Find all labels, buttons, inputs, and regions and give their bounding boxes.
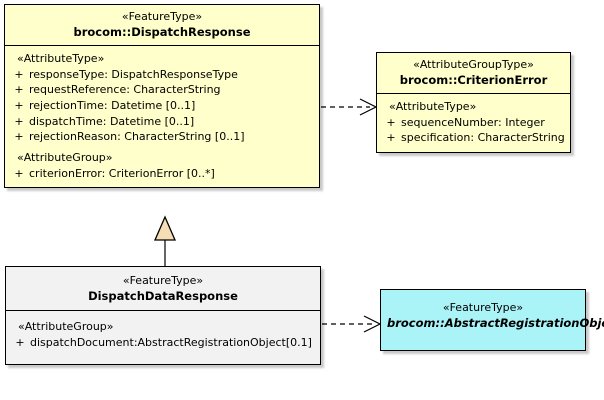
attribute-group-label: «AttributeType» — [389, 99, 477, 113]
attribute-group-label: «AttributeGroup» — [18, 319, 114, 333]
attribute-text: rejectionReason: CharacterString [0..1] — [29, 130, 245, 144]
attribute-row[interactable]: + responseType: DispatchResponseType — [9, 67, 315, 83]
attribute-text: criterionError: CriterionError [0..*] — [29, 166, 215, 180]
attribute-text: dispatchDocument:AbstractRegistrationObj… — [30, 335, 312, 349]
class-header: «AttributeGroupType» brocom::CriterionEr… — [377, 53, 570, 93]
attribute-row[interactable]: + dispatchDocument:AbstractRegistrationO… — [10, 335, 316, 351]
class-name: brocom::DispatchResponse — [73, 24, 251, 39]
visibility-marker: + — [14, 114, 24, 128]
class-name: DispatchDataResponse — [88, 288, 238, 303]
attributes-compartment: «AttributeGroup» + dispatchDocument:Abst… — [6, 310, 320, 365]
compartment-divider — [377, 92, 570, 94]
attribute-row[interactable]: + sequenceNumber: Integer — [381, 115, 566, 131]
visibility-marker: + — [14, 83, 24, 97]
attribute-text: sequenceNumber: Integer — [401, 115, 545, 129]
visibility-marker: + — [15, 335, 25, 349]
class-box-criterion-error[interactable]: «AttributeGroupType» brocom::CriterionEr… — [376, 52, 571, 153]
attribute-text: dispatchTime: Datetime [0..1] — [29, 114, 195, 128]
visibility-marker: + — [386, 131, 396, 145]
attribute-group-label: «AttributeGroup» — [17, 150, 113, 164]
generalization-dispatch-data-response-to-dispatch-response — [154, 215, 176, 266]
attribute-text: rejectionTime: Datetime [0..1] — [29, 98, 196, 112]
class-box-abstract-registration-object[interactable]: «FeatureType» brocom::AbstractRegistrati… — [380, 289, 604, 351]
open-arrowhead-icon — [363, 315, 382, 333]
visibility-marker: + — [14, 166, 24, 180]
attribute-group-label: «AttributeType» — [17, 51, 105, 65]
attributes-compartment: «AttributeType» + responseType: Dispatch… — [5, 46, 319, 188]
visibility-marker: + — [386, 115, 396, 129]
class-header: «FeatureType» DispatchDataResponse — [6, 267, 320, 310]
dependency-dispatch-response-to-criterion-error — [321, 98, 378, 116]
open-arrowhead-icon — [359, 98, 378, 116]
class-box-dispatch-data-response[interactable]: «FeatureType» DispatchDataResponse «Attr… — [5, 266, 321, 366]
class-box-dispatch-response[interactable]: «FeatureType» brocom::DispatchResponse «… — [4, 4, 320, 189]
attribute-row[interactable]: + specification: CharacterString — [381, 130, 566, 146]
attributes-compartment: «AttributeType» + sequenceNumber: Intege… — [377, 94, 570, 152]
attribute-row[interactable]: + requestReference: CharacterString — [9, 82, 315, 98]
compartment-divider — [5, 44, 319, 46]
attribute-text: requestReference: CharacterString — [29, 83, 221, 97]
class-stereotype: «AttributeGroupType» — [413, 58, 534, 71]
class-name: brocom::AbstractRegistrationObject — [387, 315, 604, 330]
attribute-row[interactable]: + dispatchTime: Datetime [0..1] — [9, 114, 315, 130]
class-stereotype: «FeatureType» — [442, 301, 524, 314]
class-header: «FeatureType» brocom::DispatchResponse — [5, 5, 319, 45]
attribute-text: responseType: DispatchResponseType — [29, 67, 238, 81]
hollow-triangle-icon — [154, 215, 176, 241]
attribute-row[interactable]: + criterionError: CriterionError [0..*] — [9, 166, 315, 182]
class-stereotype: «FeatureType» — [121, 10, 203, 23]
visibility-marker: + — [14, 67, 24, 81]
visibility-marker: + — [14, 98, 24, 112]
class-header: «FeatureType» brocom::AbstractRegistrati… — [381, 290, 604, 336]
attribute-row[interactable]: + rejectionReason: CharacterString [0..1… — [9, 129, 315, 145]
visibility-marker: + — [14, 130, 24, 144]
attribute-row[interactable]: + rejectionTime: Datetime [0..1] — [9, 98, 315, 114]
class-stereotype: «FeatureType» — [122, 274, 204, 287]
attribute-text: specification: CharacterString — [401, 131, 565, 145]
class-name: brocom::CriterionError — [399, 72, 548, 87]
dependency-dispatch-data-response-to-abstract-registration-object — [322, 315, 382, 333]
compartment-divider — [6, 309, 320, 311]
